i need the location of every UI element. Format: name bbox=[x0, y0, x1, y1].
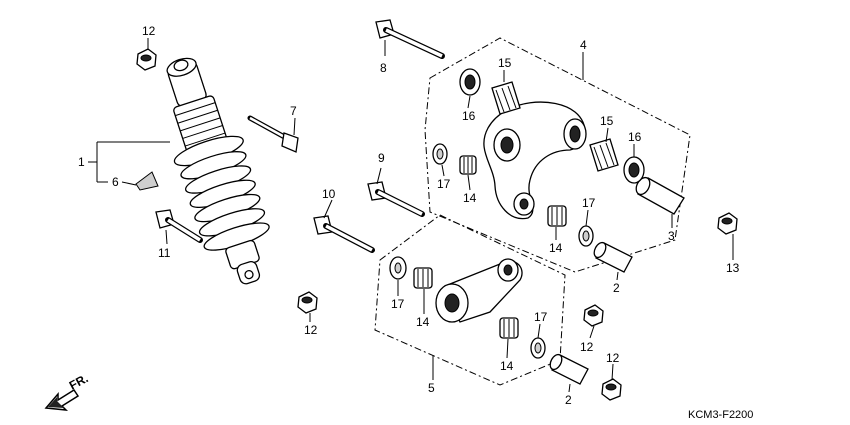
callout-11: 11 bbox=[158, 246, 171, 260]
callout-15-upper: 15 bbox=[498, 56, 512, 70]
needle-bearing-15-upper bbox=[491, 81, 521, 115]
nut-12-right-a bbox=[583, 304, 604, 327]
bolt-10 bbox=[313, 215, 375, 253]
bolt-7 bbox=[247, 115, 299, 153]
callout-2-upper: 2 bbox=[613, 281, 620, 295]
callout-12-lower: 12 bbox=[304, 323, 318, 337]
callout-14-upper-right: 14 bbox=[549, 241, 563, 255]
dust-seal-17-d bbox=[530, 337, 546, 359]
collar-2-upper bbox=[593, 241, 633, 273]
callout-17-upper-right: 17 bbox=[582, 196, 596, 210]
callout-12-right-a: 12 bbox=[580, 340, 594, 354]
callout-17-lower-left: 17 bbox=[391, 297, 405, 311]
assembly-5-outline bbox=[374, 214, 566, 386]
callout-1: 1 bbox=[78, 155, 85, 169]
callout-17-lower-right: 17 bbox=[534, 310, 548, 324]
callout-13: 13 bbox=[726, 261, 740, 275]
callout-2-lower: 2 bbox=[565, 393, 572, 407]
callout-17-upper-left: 17 bbox=[437, 177, 451, 191]
dust-seal-17-a bbox=[432, 143, 448, 165]
callout-3: 3 bbox=[668, 229, 675, 243]
callout-7: 7 bbox=[290, 104, 297, 118]
nut-12-lower bbox=[297, 291, 318, 314]
callout-10: 10 bbox=[322, 187, 336, 201]
connecting-rod bbox=[435, 258, 523, 323]
collar-2-lower bbox=[549, 353, 589, 385]
warning-label bbox=[135, 171, 159, 191]
callout-6: 6 bbox=[112, 175, 119, 189]
callout-9: 9 bbox=[378, 151, 385, 165]
callout-8: 8 bbox=[380, 61, 387, 75]
front-direction-arrow-icon bbox=[44, 388, 80, 411]
callout-16-right: 16 bbox=[628, 130, 642, 144]
dust-seal-17-b bbox=[578, 225, 594, 247]
nut-12-right-b bbox=[601, 378, 622, 401]
callout-16-left: 16 bbox=[462, 109, 476, 123]
bolt-11 bbox=[155, 209, 203, 243]
dust-seal-17-c bbox=[389, 256, 407, 280]
needle-bearing-14-b bbox=[547, 205, 567, 227]
nut-12-top bbox=[136, 48, 157, 71]
needle-bearing-14-c bbox=[413, 267, 433, 289]
callout-15-right: 15 bbox=[600, 114, 614, 128]
nut-13 bbox=[717, 212, 738, 235]
needle-bearing-14-a bbox=[459, 155, 477, 175]
callout-5: 5 bbox=[428, 381, 435, 395]
dust-seal-16-b bbox=[623, 156, 645, 184]
callout-14-lower-right: 14 bbox=[500, 359, 514, 373]
diagram-code: KCM3-F2200 bbox=[688, 409, 753, 421]
needle-bearing-14-d bbox=[499, 317, 519, 339]
shock-absorber bbox=[166, 57, 270, 285]
callout-4: 4 bbox=[580, 38, 587, 52]
callout-12-top: 12 bbox=[142, 24, 156, 38]
callout-14-lower-left: 14 bbox=[416, 315, 430, 329]
dust-seal-16-a bbox=[459, 68, 481, 96]
leader-lines bbox=[88, 38, 734, 393]
callout-12-right-b: 12 bbox=[606, 351, 620, 365]
bolt-9 bbox=[367, 181, 425, 217]
needle-bearing-15-right bbox=[589, 138, 619, 172]
bolt-8 bbox=[375, 19, 445, 59]
shock-arm bbox=[483, 101, 587, 220]
front-direction-label: FR. bbox=[67, 371, 91, 392]
callout-14-upper-left: 14 bbox=[463, 191, 477, 205]
collar-3 bbox=[635, 176, 685, 215]
